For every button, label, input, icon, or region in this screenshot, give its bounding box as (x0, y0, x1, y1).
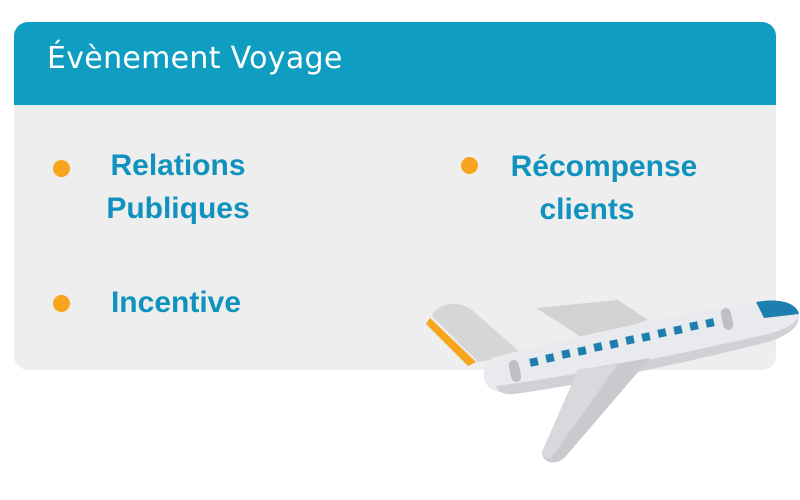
near-wing-highlight (542, 364, 618, 459)
airplane-icon (426, 300, 800, 463)
cockpit-window (756, 300, 799, 318)
windows (529, 318, 715, 367)
travel-event-card: Évènement Voyage (14, 22, 776, 370)
item-label-line: clients (539, 193, 635, 226)
item-label-line: Publiques (106, 192, 250, 225)
tail-fin (432, 303, 522, 362)
card-header: Évènement Voyage (14, 22, 776, 105)
fuselage-shadow (496, 318, 799, 395)
item-label-line: Relations (110, 149, 246, 182)
far-wing (536, 300, 648, 340)
item-label-line: Récompense (510, 150, 698, 183)
item-incentive: Incentive (97, 281, 255, 324)
bullet-icon (53, 295, 70, 312)
front-door (720, 308, 734, 330)
item-label-line: Incentive (110, 286, 242, 319)
near-wing (542, 358, 650, 463)
bullet-icon (461, 157, 478, 174)
item-public-relations: Relations Publiques (92, 144, 264, 230)
card-title: Évènement Voyage (47, 41, 343, 76)
rear-door (508, 360, 522, 382)
item-customer-reward: Récompense clients (490, 145, 718, 231)
tail-fin-stripe (426, 318, 476, 366)
fuselage (484, 300, 800, 393)
bullet-icon (53, 160, 70, 177)
